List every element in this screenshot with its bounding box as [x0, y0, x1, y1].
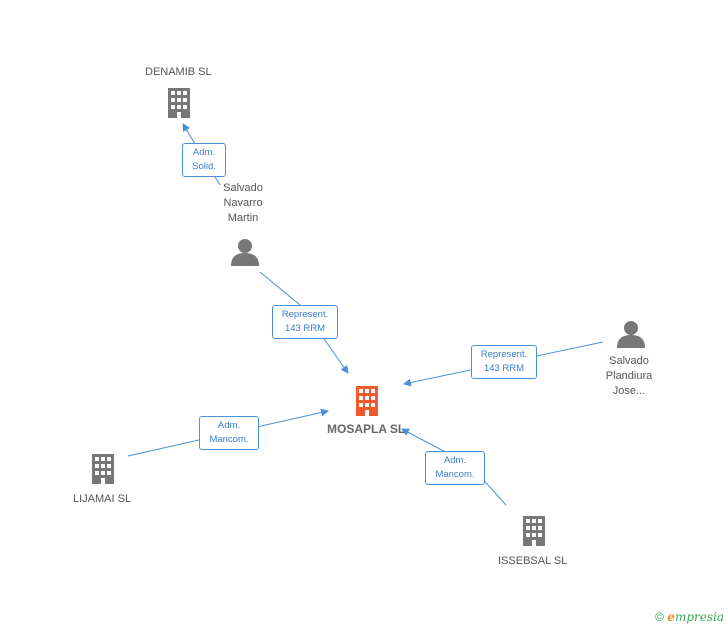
building-icon-lijamai[interactable]	[92, 454, 114, 484]
person-icon-salvado-plandiura[interactable]	[617, 321, 645, 348]
edge-label-line: Represent.	[281, 309, 329, 320]
building-icon-denamib[interactable]	[168, 88, 190, 118]
edge-label-line: Represent.	[480, 349, 528, 360]
edge-label-line: Adm.	[192, 147, 216, 158]
node-label-denamib[interactable]: DENAMIB SL	[145, 66, 212, 78]
node-label-line: Plandiura	[605, 370, 653, 382]
edge-label-represent-1[interactable]: Represent. 143 RRM	[272, 305, 338, 339]
edge-label-line: Adm.	[217, 420, 241, 431]
building-icon-issebsal[interactable]	[523, 516, 545, 546]
node-label-mosapla[interactable]: MOSAPLA SL	[327, 422, 406, 436]
node-label-line: Salvado	[223, 182, 263, 194]
edge-label-line: Mancom.	[435, 469, 475, 480]
edge-label-line: 143 RRM	[483, 363, 525, 374]
node-label-salvado-navarro[interactable]: Salvado Navarro Martin	[214, 181, 272, 226]
copyright-icon: ©	[655, 610, 664, 624]
edge-label-line: Adm.	[443, 455, 467, 466]
node-label-line: Salvado	[609, 355, 649, 367]
node-label-line: Martin	[227, 212, 259, 224]
node-label-salvado-plandiura[interactable]: Salvado Plandiura Jose...	[598, 354, 660, 399]
node-label-line: Jose...	[612, 385, 646, 397]
edge-label-represent-2[interactable]: Represent. 143 RRM	[471, 345, 537, 379]
edge-label-line: Mancom.	[209, 434, 249, 445]
node-label-line: Navarro	[223, 197, 263, 209]
node-label-lijamai[interactable]: LIJAMAI SL	[73, 493, 132, 505]
edge-label-adm-mancom-2[interactable]: Adm. Mancom.	[425, 451, 485, 485]
node-label-issebsal[interactable]: ISSEBSAL SL	[498, 555, 568, 567]
edge-label-line: 143 RRM	[284, 323, 326, 334]
empresia-logo: empresia	[667, 610, 724, 624]
person-icon-salvado-navarro[interactable]	[231, 239, 259, 266]
building-icon-center[interactable]	[356, 386, 378, 416]
edge-label-adm-mancom-1[interactable]: Adm. Mancom.	[199, 416, 259, 450]
copyright-watermark: © empresia	[655, 610, 724, 624]
edge-label-adm-solid[interactable]: Adm. Solid.	[182, 143, 226, 177]
edge-label-line: Solid.	[192, 161, 216, 172]
